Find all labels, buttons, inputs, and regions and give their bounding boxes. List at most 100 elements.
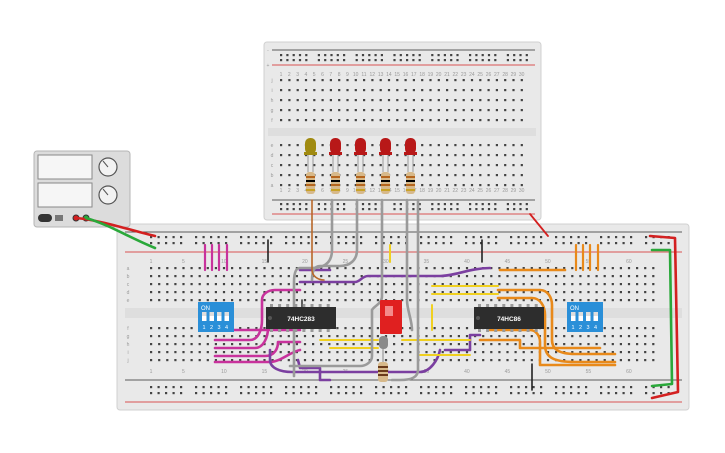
hole[interactable] (622, 236, 625, 239)
hole[interactable] (437, 154, 440, 157)
hole[interactable] (174, 267, 177, 270)
hole[interactable] (393, 208, 396, 211)
hole[interactable] (441, 335, 444, 338)
hole[interactable] (300, 236, 303, 239)
hole[interactable] (210, 386, 213, 389)
hole[interactable] (482, 275, 485, 278)
hole[interactable] (384, 351, 388, 354)
hole[interactable] (387, 109, 391, 112)
hole[interactable] (247, 351, 250, 354)
hole[interactable] (190, 327, 193, 330)
hole[interactable] (611, 343, 614, 346)
hole[interactable] (295, 299, 298, 302)
hole[interactable] (271, 291, 274, 294)
hole[interactable] (390, 392, 393, 395)
hole[interactable] (429, 164, 432, 167)
hole[interactable] (279, 351, 282, 354)
hole[interactable] (462, 184, 465, 187)
hole[interactable] (287, 351, 290, 354)
hole[interactable] (346, 164, 349, 167)
hole[interactable] (182, 327, 185, 330)
hole[interactable] (644, 335, 647, 338)
hole[interactable] (263, 283, 266, 286)
hole[interactable] (481, 208, 484, 211)
hole[interactable] (247, 327, 250, 330)
hole[interactable] (595, 275, 598, 278)
hole[interactable] (433, 283, 436, 286)
hole[interactable] (390, 236, 393, 239)
ic-chip[interactable]: 74HC283 (266, 304, 336, 332)
hole[interactable] (514, 299, 517, 302)
hole[interactable] (198, 343, 201, 346)
hole[interactable] (379, 119, 382, 122)
hole[interactable] (262, 236, 265, 239)
hole[interactable] (225, 392, 228, 395)
hole[interactable] (328, 351, 331, 354)
hole[interactable] (166, 351, 169, 354)
hole[interactable] (324, 59, 327, 62)
hole[interactable] (317, 54, 320, 57)
hole[interactable] (514, 335, 517, 338)
power-button[interactable] (38, 214, 52, 222)
hole[interactable] (295, 335, 298, 338)
hole[interactable] (298, 59, 302, 62)
hole[interactable] (396, 99, 399, 102)
hole[interactable] (421, 154, 424, 157)
hole[interactable] (304, 99, 308, 102)
hole[interactable] (462, 99, 465, 102)
hole[interactable] (587, 291, 590, 294)
hole[interactable] (619, 283, 622, 286)
hole[interactable] (336, 59, 339, 62)
hole[interactable] (522, 275, 525, 278)
hole[interactable] (454, 79, 457, 82)
hole[interactable] (450, 236, 453, 239)
hole[interactable] (292, 236, 295, 239)
hole[interactable] (279, 335, 282, 338)
hole[interactable] (376, 267, 379, 270)
hole[interactable] (368, 299, 371, 302)
hole[interactable] (150, 343, 153, 346)
hole[interactable] (454, 119, 457, 122)
hole[interactable] (166, 327, 169, 330)
hole[interactable] (563, 267, 566, 270)
hole[interactable] (202, 236, 205, 239)
hole[interactable] (611, 291, 614, 294)
hole[interactable] (240, 236, 243, 239)
hole[interactable] (465, 359, 469, 362)
hole[interactable] (336, 275, 339, 278)
hole[interactable] (409, 267, 412, 270)
hole[interactable] (239, 299, 242, 302)
hole[interactable] (317, 208, 320, 211)
hole[interactable] (504, 79, 507, 82)
hole[interactable] (498, 291, 501, 294)
hole[interactable] (271, 359, 274, 362)
hole[interactable] (457, 327, 460, 330)
hole[interactable] (510, 392, 513, 395)
hole[interactable] (292, 54, 295, 57)
hole[interactable] (363, 154, 366, 157)
hole[interactable] (393, 351, 396, 354)
hole[interactable] (206, 291, 209, 294)
hole[interactable] (263, 359, 266, 362)
hole[interactable] (429, 154, 432, 157)
hole[interactable] (198, 335, 201, 338)
hole[interactable] (393, 267, 396, 270)
hole[interactable] (345, 242, 348, 245)
hole[interactable] (239, 267, 242, 270)
hole[interactable] (206, 359, 209, 362)
hole[interactable] (498, 267, 501, 270)
hole[interactable] (361, 59, 365, 62)
hole[interactable] (336, 291, 339, 294)
hole[interactable] (166, 359, 169, 362)
hole[interactable] (627, 359, 631, 362)
hole[interactable] (231, 335, 234, 338)
hole[interactable] (271, 335, 274, 338)
hole[interactable] (644, 291, 647, 294)
hole[interactable] (421, 184, 424, 187)
hole[interactable] (562, 392, 565, 395)
hole[interactable] (255, 351, 258, 354)
hole[interactable] (346, 89, 349, 92)
hole[interactable] (579, 299, 582, 302)
hole[interactable] (374, 59, 377, 62)
hole[interactable] (393, 335, 396, 338)
